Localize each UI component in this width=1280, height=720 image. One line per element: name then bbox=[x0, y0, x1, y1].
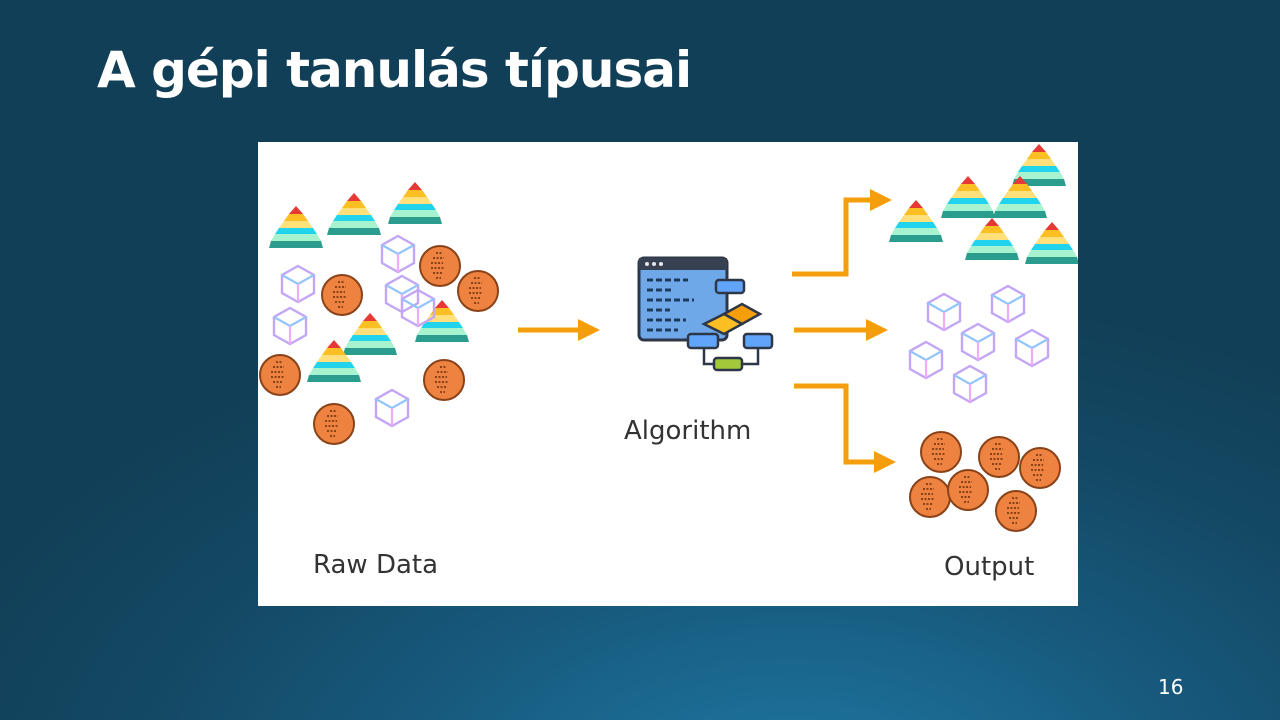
cube-icon bbox=[908, 340, 944, 380]
pyramid-icon bbox=[941, 176, 995, 218]
output-pyramids bbox=[889, 144, 1078, 264]
coin-icon bbox=[423, 359, 465, 401]
coin-icon bbox=[1019, 447, 1061, 489]
coin-icon bbox=[995, 490, 1037, 532]
cube-icon bbox=[280, 264, 316, 304]
algorithm-label: Algorithm bbox=[624, 416, 752, 446]
coin-icon bbox=[457, 270, 499, 312]
arrow-icon bbox=[518, 319, 600, 341]
coin-icon bbox=[978, 436, 1020, 478]
cube-icon bbox=[1014, 328, 1050, 368]
cube-icon bbox=[380, 234, 416, 274]
output-label: Output bbox=[944, 552, 1035, 582]
slide-title: A gépi tanulás típusai bbox=[97, 41, 692, 99]
pyramid-icon bbox=[343, 313, 397, 355]
coin-icon bbox=[313, 403, 355, 445]
raw-data-cluster bbox=[259, 182, 499, 445]
output-cubes bbox=[908, 284, 1050, 404]
pyramid-icon bbox=[1025, 222, 1078, 264]
pyramid-icon bbox=[965, 218, 1019, 260]
cube-icon bbox=[926, 292, 962, 332]
coin-icon bbox=[419, 245, 461, 287]
arrow-icon bbox=[792, 189, 892, 277]
cube-icon bbox=[952, 364, 988, 404]
cube-icon bbox=[374, 388, 410, 428]
coin-icon bbox=[947, 469, 989, 511]
cube-icon bbox=[960, 322, 996, 362]
coin-icon bbox=[259, 354, 301, 396]
cube-icon bbox=[272, 306, 308, 346]
ml-diagram: Raw Data Algorithm Output bbox=[258, 142, 1078, 606]
cube-icon bbox=[990, 284, 1026, 324]
diagram-canvas bbox=[259, 144, 1078, 532]
coin-icon bbox=[909, 476, 951, 518]
raw-data-label: Raw Data bbox=[313, 550, 439, 580]
arrow-icon bbox=[794, 383, 896, 473]
pyramid-icon bbox=[327, 193, 381, 235]
page-number: 16 bbox=[1158, 675, 1184, 699]
arrow-icon bbox=[794, 319, 888, 341]
pyramid-icon bbox=[889, 200, 943, 242]
pyramid-icon bbox=[388, 182, 442, 224]
output-coins bbox=[909, 431, 1061, 532]
coin-icon bbox=[920, 431, 962, 473]
pyramid-icon bbox=[269, 206, 323, 248]
coin-icon bbox=[321, 274, 363, 316]
algorithm-icon bbox=[637, 256, 774, 372]
